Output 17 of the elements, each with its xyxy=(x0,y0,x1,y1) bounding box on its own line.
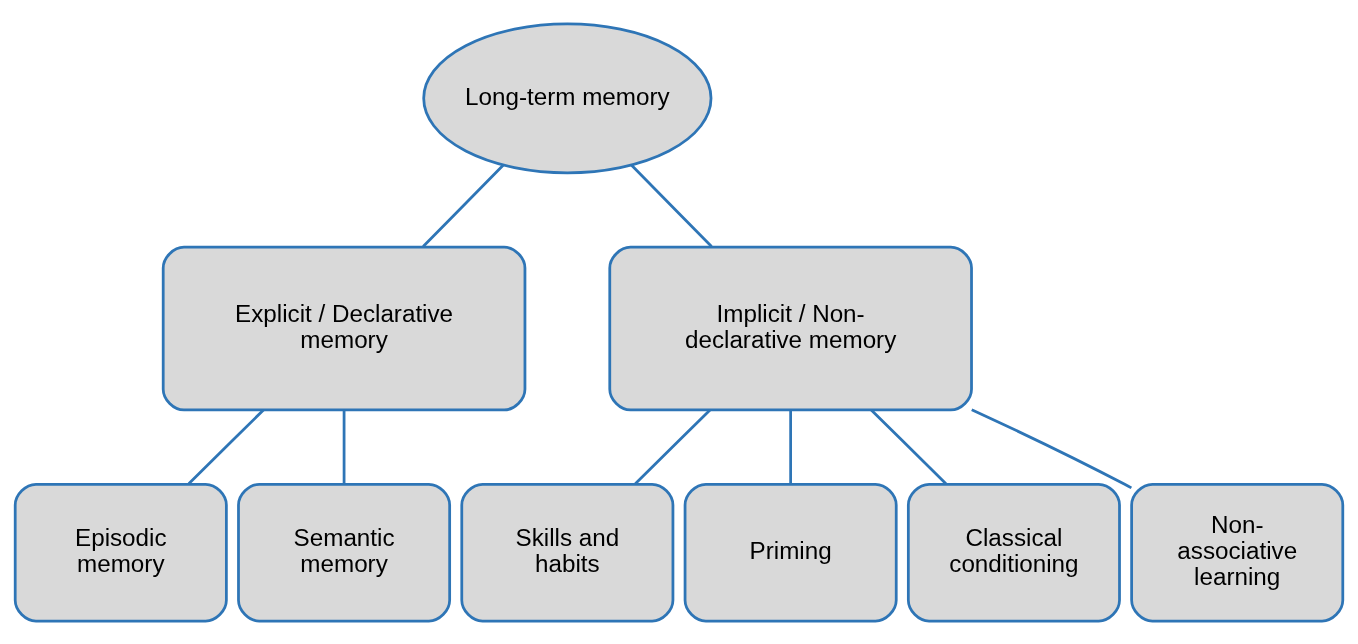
node-box: Explicit / Declarative memory xyxy=(161,245,527,411)
connector xyxy=(187,408,265,485)
node-box: Non-associative learning xyxy=(1130,482,1345,622)
connector xyxy=(789,409,793,484)
node-box: Priming xyxy=(683,482,898,622)
node-ellipse: Long-term memory xyxy=(422,22,713,174)
connector xyxy=(342,409,346,484)
connector xyxy=(634,408,711,485)
node-box: Episodic memory xyxy=(13,482,228,622)
node-box: Skills and habits xyxy=(460,482,675,622)
connector xyxy=(870,408,947,485)
connector xyxy=(971,407,1133,489)
connector xyxy=(630,163,713,247)
node-box: Implicit / Non-declarative memory xyxy=(608,245,973,411)
node-box: Semantic memory xyxy=(237,482,452,622)
node-box: Classical conditioning xyxy=(906,482,1121,622)
connector xyxy=(422,163,505,247)
